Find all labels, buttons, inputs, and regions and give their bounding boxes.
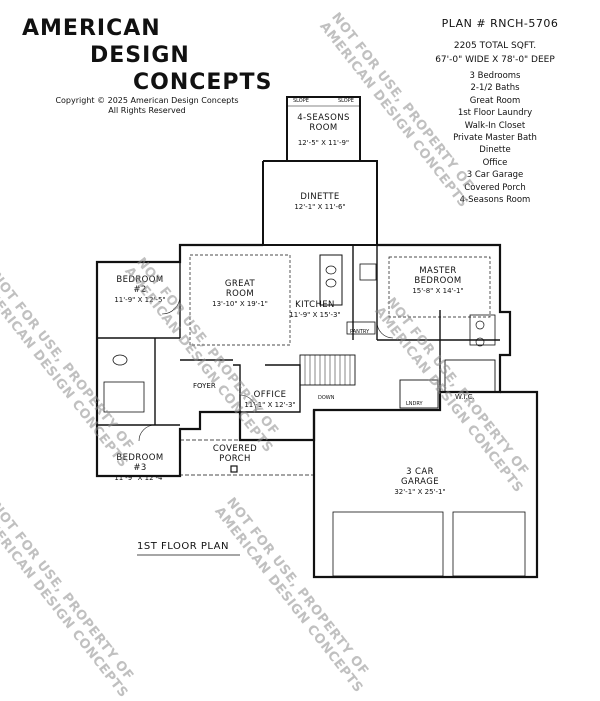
feature-item: 3 Bedrooms [469, 71, 521, 81]
rights-text: All Rights Reserved [108, 106, 186, 115]
feature-item: 2-1/2 Baths [470, 83, 520, 94]
room-label-garage: 3 CAR GARAGE 32'-1" X 25'-1" [370, 467, 470, 497]
room-dims: 11'-9" X 12'-5" [114, 296, 166, 304]
room-dims: 11'-9" X 15'-3" [289, 311, 341, 319]
feature-item: 3 Car Garage [466, 170, 524, 181]
feature-item: 4-Seasons Room [459, 195, 531, 206]
garage-door-right [452, 511, 526, 577]
feature-item: Dinette [479, 145, 511, 156]
room-dims: 32'-1" X 25'-1" [394, 488, 446, 496]
room-label-foyer: FOYER [193, 381, 216, 391]
brand-line-1: AMERICAN [22, 16, 161, 41]
room-name: KITCHEN [295, 300, 335, 310]
brand-line-3: CONCEPTS [133, 70, 273, 95]
room-name: MASTER [419, 266, 457, 276]
room-label-master: MASTER BEDROOM 15'-8" X 14'-1" [388, 266, 488, 296]
room-dims: 12'-1" X 11'-6" [294, 203, 346, 211]
floor-plan-title: 1ST FLOOR PLAN [137, 541, 229, 552]
pantry-label: PANTRY [350, 329, 370, 335]
brand-line-2: DESIGN [90, 43, 190, 68]
porch-outline [179, 439, 315, 476]
room-label-wic: W.I.C. [455, 392, 475, 402]
garage-door-left [332, 511, 444, 577]
feature-item: 1st Floor Laundry [457, 108, 533, 119]
room-number: #2 [133, 285, 147, 295]
room-name: ROOM [309, 123, 338, 133]
room-name: BEDROOM [116, 453, 164, 463]
room-name: BEDROOM [116, 275, 164, 285]
plan-number: PLAN # RNCH-5706 [441, 17, 559, 30]
room-name: W.I.C. [455, 393, 475, 401]
room-name: 4-SEASONS [297, 113, 350, 123]
feature-item: Office [482, 157, 508, 168]
room-name: COVERED [212, 444, 258, 454]
room-name: ROOM [225, 289, 255, 299]
room-label-bedroom3: BEDROOM #3 11'-9" X 12'-4" [100, 453, 180, 483]
room-label-office: OFFICE 11'-1" X 12'-3" [240, 390, 300, 410]
plan-sqft: 2205 TOTAL SQFT. [453, 41, 537, 51]
slope-label: SLOPE [293, 98, 309, 104]
room-name: GARAGE [401, 477, 439, 487]
feature-item: Great Room [469, 95, 521, 106]
feature-item: Walk-In Closet [464, 120, 526, 131]
room-name: 3 CAR [406, 467, 434, 477]
stairs-label: DOWN [318, 395, 335, 401]
room-name: OFFICE [253, 390, 287, 400]
room-dims: 11'-1" X 12'-3" [244, 401, 296, 409]
room-label-kitchen: KITCHEN 11'-9" X 15'-3" [280, 300, 350, 320]
feature-item: Covered Porch [464, 182, 526, 193]
room-name: FOYER [193, 382, 216, 390]
feature-list: 3 Bedrooms 2-1/2 Baths Great Room 1st Fl… [430, 70, 560, 206]
room-label-bedroom2: BEDROOM #2 11'-9" X 12'-5" [100, 275, 180, 305]
room-dims: 15'-8" X 14'-1" [412, 287, 464, 295]
plan-dims: 67'-0" WIDE X 78'-0" DEEP [435, 55, 555, 65]
copyright-block: Copyright © 2025 American Design Concept… [22, 96, 272, 116]
floor-plan-drawing [95, 96, 539, 579]
room-label-seasons: 4-SEASONS ROOM 12'-5" X 11'-9" [287, 113, 360, 148]
room-name: PORCH [219, 454, 251, 464]
room-dims: 12'-5" X 11'-9" [297, 139, 350, 147]
laundry-label: LNDRY [406, 401, 423, 407]
copyright-text: Copyright © 2025 American Design Concept… [55, 96, 239, 105]
room-name: DINETTE [300, 192, 340, 202]
room-dims: 11'-9" X 12'-4" [114, 474, 166, 482]
room-name: GREAT [224, 279, 256, 289]
room-label-great: GREAT ROOM 13'-10" X 19'-1" [190, 279, 290, 309]
room-name: BEDROOM [414, 276, 462, 286]
slope-label: SLOPE [338, 98, 354, 104]
room-label-porch: COVERED PORCH [200, 444, 270, 464]
feature-item: Private Master Bath [453, 133, 537, 144]
room-number: #3 [133, 463, 147, 473]
room-dims: 13'-10" X 19'-1" [212, 300, 268, 308]
room-label-dinette: DINETTE 12'-1" X 11'-6" [270, 192, 370, 212]
garage-walls [312, 390, 539, 579]
